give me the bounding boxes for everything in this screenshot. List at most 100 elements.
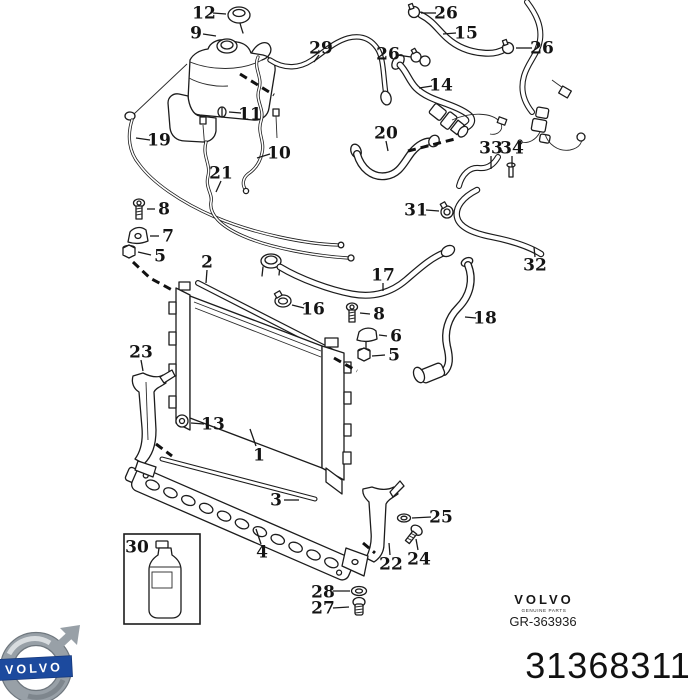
brand-wordmark: VOLVO: [514, 592, 574, 607]
radiator-hoses: [260, 244, 475, 384]
part-callout-26: 26: [434, 4, 458, 24]
air-deflector-right: [341, 480, 405, 577]
coolant-pipes: [124, 55, 355, 262]
part-callout-26: 26: [530, 39, 554, 59]
part-callout-24: 24: [407, 550, 431, 570]
callout-leader-12: [212, 12, 227, 15]
part-callout-4: 4: [256, 543, 268, 563]
callout-leader-11: [228, 111, 242, 114]
part-callout-30: 30: [125, 538, 149, 558]
part-callout-17: 17: [371, 266, 395, 286]
part-callout-19: 19: [147, 131, 171, 151]
part-callout-22: 22: [379, 555, 403, 575]
callout-leader-16: [291, 304, 305, 309]
callout-leader-5: [137, 251, 152, 256]
bolt: [404, 524, 423, 545]
part-callout-11: 11: [238, 105, 262, 125]
radiator-left-frame: [175, 287, 191, 431]
brand-block: VOLVO GENUINE PARTS GR-363936: [509, 592, 576, 629]
callout-leader-14: [418, 85, 433, 89]
callout-leader-9: [202, 33, 217, 37]
part-callout-16: 16: [301, 300, 325, 320]
callout-leader-23: [140, 359, 144, 372]
mounting-hardware: [350, 513, 423, 616]
right-hose-bundle: [517, 0, 586, 151]
callout-leader-32: [533, 246, 536, 258]
part-callout-27: 27: [311, 599, 335, 619]
callout-leader-8: [359, 312, 371, 315]
part-callout-1: 1: [253, 446, 265, 466]
part-callout-15: 15: [454, 24, 478, 44]
radiator-core: [189, 295, 323, 469]
callout-leader-19: [135, 137, 151, 141]
engine-connection-assembly: [428, 103, 508, 138]
part-callout-25: 25: [429, 508, 453, 528]
lower-crossmember: [124, 466, 354, 581]
part-callout-5: 5: [388, 346, 400, 366]
catalog-ref: GR-363936: [509, 614, 576, 629]
coolant-bottle: [148, 547, 182, 619]
hose-clamp: [439, 201, 454, 219]
part-callout-12: 12: [192, 4, 216, 24]
callout-leader-18: [464, 316, 477, 319]
brand-subtitle: GENUINE PARTS: [522, 608, 567, 613]
callout-leader-1: [249, 428, 257, 447]
part-callout-23: 23: [129, 343, 153, 363]
part-callout-20: 20: [374, 124, 398, 144]
callout-leader-4: [255, 528, 262, 545]
iron-mark-arrow: [52, 633, 72, 652]
part-callout-21: 21: [209, 164, 233, 184]
tank-mount-peg: [199, 116, 207, 125]
bracket: [356, 327, 378, 343]
fasteners-right: [345, 302, 378, 362]
part-callout-33: 33: [479, 139, 503, 159]
callout-leader-29: [313, 54, 320, 63]
callout-leader-6: [378, 334, 388, 337]
bottle-cap: [155, 540, 169, 549]
callout-leader-13: [190, 422, 205, 425]
part-number: 31368311: [525, 645, 691, 686]
hose-clamp: [273, 290, 292, 308]
callout-leader-5: [371, 354, 386, 357]
part-callout-34: 34: [500, 139, 524, 159]
air-deflector-left: [131, 369, 176, 478]
dashed-alignment-lines: [131, 72, 456, 555]
part-callout-13: 13: [201, 415, 225, 435]
part-callout-26: 26: [376, 45, 400, 65]
callout-leader-20: [385, 140, 389, 152]
callout-leader-24: [415, 538, 419, 551]
callout-leader-31: [425, 209, 440, 212]
part-callout-9: 9: [190, 24, 202, 44]
logo-banner: VOLVO: [0, 655, 73, 682]
part-callout-7: 7: [162, 227, 174, 247]
tank-mount-peg: [272, 108, 280, 117]
part-callout-6: 6: [390, 327, 402, 347]
expansion-tank: [133, 6, 280, 151]
part-callout-8: 8: [373, 305, 385, 325]
radiator-right-frame: [321, 345, 345, 481]
part-callout-28: 28: [311, 583, 335, 603]
hose-clamp: [407, 2, 515, 67]
part-callout-31: 31: [404, 201, 428, 221]
part-callout-18: 18: [473, 309, 497, 329]
callout-leader-15: [442, 32, 457, 35]
coolant-bottle-box: [123, 533, 201, 625]
callout-leader-10: [256, 153, 271, 159]
upper-hoses: [267, 2, 545, 258]
bolt: [352, 596, 366, 616]
callout-leader-22: [388, 542, 391, 556]
volvo-logo: VOLVO: [0, 625, 80, 700]
part-callout-10: 10: [267, 144, 291, 164]
hose-cuff: [380, 90, 392, 106]
part-callout-3: 3: [270, 491, 282, 511]
part-callout-29: 29: [309, 39, 333, 59]
callout-leader-21: [215, 180, 222, 193]
part-callout-8: 8: [158, 200, 170, 220]
callout-leader-27: [332, 606, 350, 609]
callout-leader-26: [396, 54, 412, 58]
pipe-end-ring: [124, 111, 136, 121]
part-callout-32: 32: [523, 256, 547, 276]
